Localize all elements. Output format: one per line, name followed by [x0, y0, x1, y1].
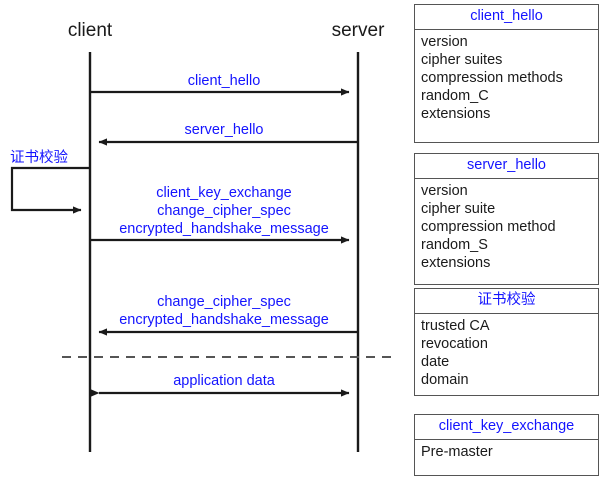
message-label-server-hello: server_hello: [184, 122, 264, 138]
panel-row: random_S: [421, 237, 488, 253]
panel-body: version cipher suite compression method …: [415, 179, 598, 276]
sequence-diagram-canvas: [10, 52, 392, 452]
sequence-diagram: client server client_hello server_hello …: [10, 20, 392, 452]
panel-row: cipher suite: [421, 201, 496, 217]
panel-row: extensions: [421, 106, 491, 122]
panel-body: version cipher suites compression method…: [415, 30, 598, 127]
actor-label-server: server: [331, 20, 385, 41]
panel-row: cipher suites: [421, 52, 503, 68]
info-panel-certificate-verify: 证书校验 trusted CA revocation date domain: [414, 288, 599, 396]
panel-title: server_hello: [415, 154, 598, 179]
panel-row: version: [421, 183, 468, 199]
message-label-server-change-cipher-group: change_cipher_spec encrypted_handshake_m…: [119, 293, 329, 329]
panel-body: Pre-master: [415, 440, 598, 465]
panel-row: random_C: [421, 88, 489, 104]
info-panel-client-key-exchange: client_key_exchange Pre-master: [414, 414, 599, 476]
panel-row: version: [421, 34, 468, 50]
message-label-client-hello: client_hello: [187, 73, 261, 89]
panel-body: trusted CA revocation date domain: [415, 314, 598, 393]
message-line: encrypted_handshake_message: [119, 312, 329, 328]
panel-title: client_hello: [415, 5, 598, 30]
panel-title: client_key_exchange: [415, 415, 598, 440]
panel-row: date: [421, 354, 450, 370]
panel-row: trusted CA: [421, 318, 490, 334]
message-line: change_cipher_spec: [157, 294, 291, 310]
message-label-application-data: application data: [173, 373, 275, 389]
self-loop-certificate-verify: [10, 166, 90, 214]
actor-label-client: client: [67, 20, 113, 41]
panel-row: domain: [421, 372, 469, 388]
message-line: encrypted_handshake_message: [119, 221, 329, 237]
panel-title: 证书校验: [415, 289, 598, 314]
panel-row: extensions: [421, 255, 491, 271]
info-panel-server-hello: server_hello version cipher suite compre…: [414, 153, 599, 285]
message-line: client_key_exchange: [156, 185, 292, 201]
panel-row: Pre-master: [421, 444, 493, 460]
panel-row: compression methods: [421, 70, 563, 86]
panel-row: revocation: [421, 336, 488, 352]
self-loop-label-certificate-verify: 证书校验: [10, 150, 68, 166]
panel-row: compression method: [421, 219, 556, 235]
message-label-client-key-exchange-group: client_key_exchange change_cipher_spec e…: [119, 184, 329, 238]
message-line: change_cipher_spec: [157, 203, 291, 219]
info-panel-client-hello: client_hello version cipher suites compr…: [414, 4, 599, 143]
